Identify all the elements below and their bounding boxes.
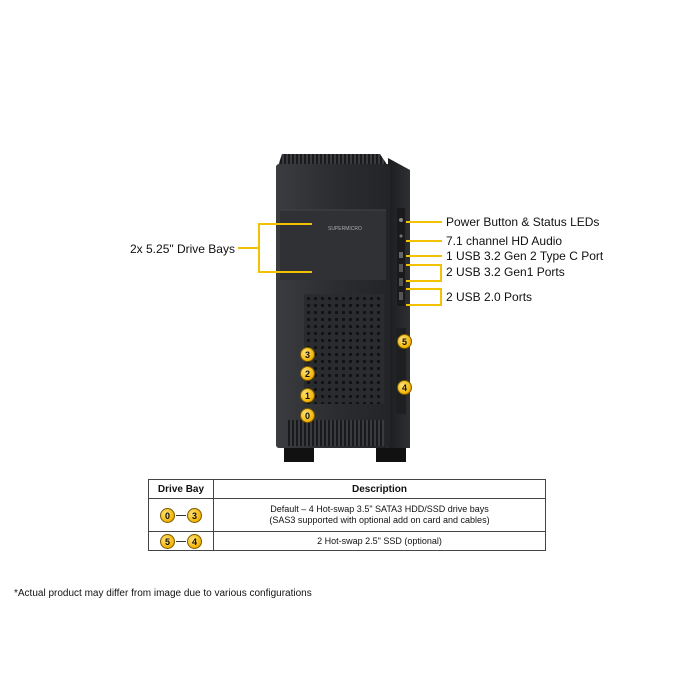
description-cell: 2 Hot-swap 2.5" SSD (optional) [213, 531, 546, 551]
bay-badge-1: 1 [300, 388, 315, 403]
description-cell: Default – 4 Hot-swap 3.5" SATA3 HDD/SSD … [213, 498, 546, 532]
label-usb-20: 2 USB 2.0 Ports [446, 290, 533, 304]
bay-range-cell: 0 3 [148, 498, 214, 532]
callout-line-usb20-bracket [440, 288, 442, 306]
range-dash [176, 514, 186, 516]
callout-line-audio [406, 240, 442, 242]
range-dash [176, 540, 186, 542]
table-bay-badge-end: 3 [187, 507, 202, 523]
label-drive-bays-525: 2x 5.25" Drive Bays [130, 242, 235, 256]
table-bay-badge-end: 4 [187, 533, 202, 549]
footnote: *Actual product may differ from image du… [14, 588, 312, 599]
bay-range-cell: 5 4 [148, 531, 214, 551]
callout-line-usb-c [406, 255, 442, 257]
bay-badge-4: 4 [397, 380, 412, 395]
table-row: 5 4 2 Hot-swap 2.5" SSD (optional) [148, 531, 546, 551]
callout-line-drive-bays [258, 223, 260, 273]
callout-line-drive-bays-bottom [258, 271, 312, 273]
table-row: 0 3 Default – 4 Hot-swap 3.5" SATA3 HDD/… [148, 498, 546, 532]
callout-line-drive-bays-stub [238, 247, 258, 249]
brand-logo: SUPERMICRO [328, 226, 362, 232]
callout-line-usb32-bottom [406, 280, 442, 282]
callout-line-power [406, 221, 442, 223]
table-header-row: Drive Bay Description [148, 479, 546, 499]
label-power-button: Power Button & Status LEDs [446, 215, 600, 229]
header-description: Description [213, 479, 546, 499]
table-bay-badge-start: 5 [160, 533, 175, 549]
drive-bay-table: Drive Bay Description 0 3 Default – 4 Ho… [148, 479, 546, 551]
table-bay-badge-start: 0 [160, 507, 175, 523]
label-usb-32-gen1: 2 USB 3.2 Gen1 Ports [446, 265, 565, 279]
callout-line-usb20-bottom [406, 304, 442, 306]
description-line: (SAS3 supported with optional add on car… [269, 515, 490, 525]
header-drive-bay: Drive Bay [148, 479, 214, 499]
label-hd-audio: 7.1 channel HD Audio [446, 234, 563, 248]
tower-chassis-image: SUPERMICRO [276, 154, 410, 462]
callout-line-usb20-top [406, 288, 442, 290]
bay-badge-3: 3 [300, 347, 315, 362]
callout-line-usb32-bracket [440, 264, 442, 282]
callout-line-usb32-top [406, 264, 442, 266]
callout-line-drive-bays-top [258, 223, 312, 225]
description-line: Default – 4 Hot-swap 3.5" SATA3 HDD/SSD … [270, 504, 489, 514]
bay-badge-0: 0 [300, 408, 315, 423]
label-usb-c: 1 USB 3.2 Gen 2 Type C Port [446, 249, 604, 263]
bay-badge-2: 2 [300, 366, 315, 381]
bay-badge-5: 5 [397, 334, 412, 349]
description-line: 2 Hot-swap 2.5" SSD (optional) [317, 535, 442, 546]
